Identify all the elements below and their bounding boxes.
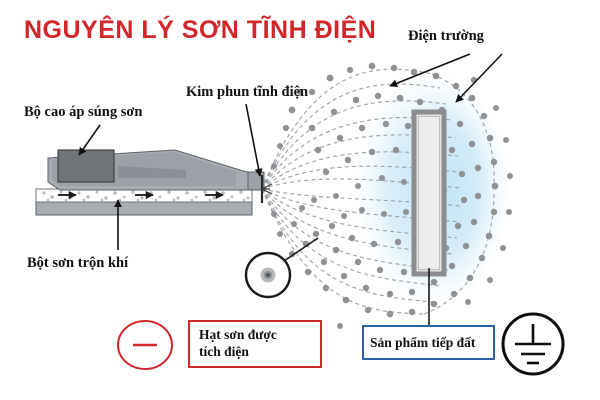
legend-grounded-product: Sản phẩm tiếp đất — [362, 325, 495, 360]
leader-needle — [245, 103, 263, 177]
leader-field-left — [389, 53, 471, 88]
particle-magnifier-circle — [244, 237, 319, 299]
legend-grounded-product-label: Sản phẩm tiếp đất — [370, 334, 476, 350]
label-electrostatic-needle: Kim phun tĩnh điện — [186, 84, 309, 100]
leader-field-right — [455, 53, 503, 103]
leader-high-voltage — [78, 124, 101, 156]
minus-circle-icon — [117, 320, 173, 370]
label-leader-lines — [78, 53, 503, 250]
earth-ground-icon — [501, 312, 565, 376]
page-title: NGUYÊN LÝ SƠN TĨNH ĐIỆN — [24, 16, 377, 44]
legend-charged-particle-label: Hạt sơn được tích điện — [199, 327, 277, 359]
legend-charged-particle: Hạt sơn được tích điện — [188, 320, 322, 368]
label-high-voltage-unit: Bộ cao áp súng sơn — [24, 104, 143, 120]
electrostatic-spray-gun — [35, 149, 273, 216]
grounded-product-panel — [411, 109, 447, 277]
label-electric-field: Điện trường — [408, 28, 484, 44]
label-powder-air-mix: Bột sơn trộn khí — [27, 255, 129, 271]
